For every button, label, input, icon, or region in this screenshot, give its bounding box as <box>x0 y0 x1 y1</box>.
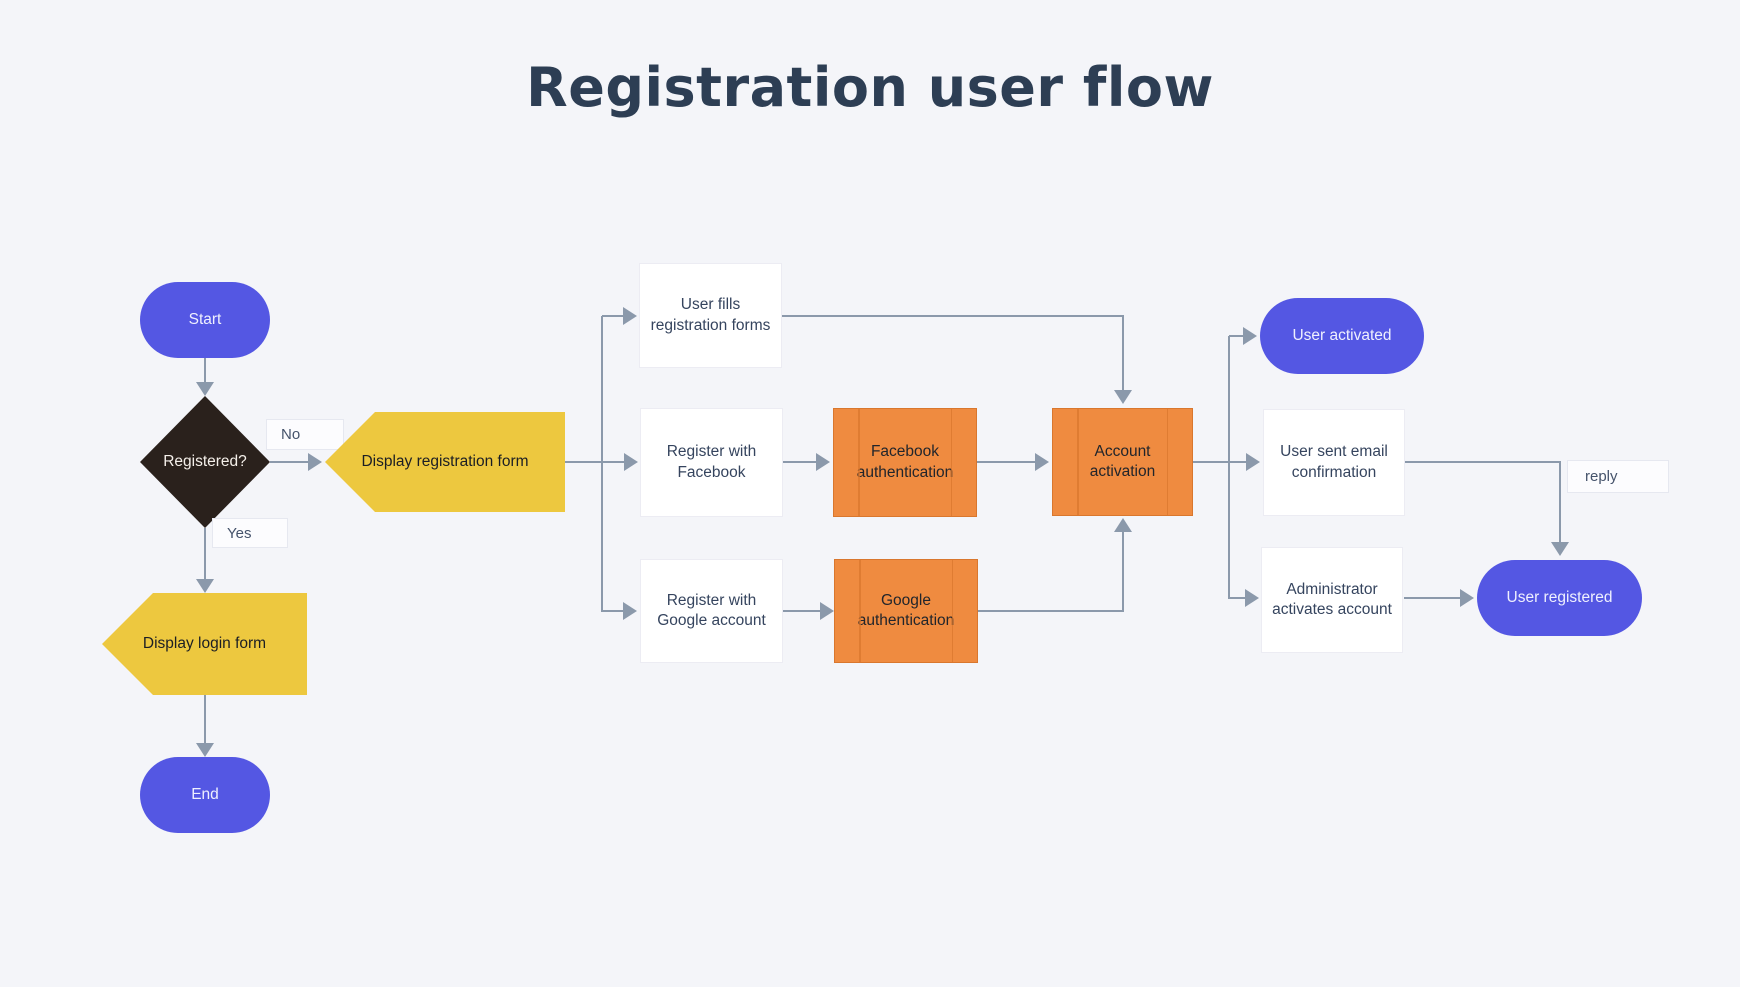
connector-registered-yes-to-login-form <box>204 528 206 579</box>
arrowhead-admin-activates-to-user-registered <box>1460 589 1474 607</box>
node-display-registration-form: Display registration form <box>325 412 565 512</box>
predefined-process-bar <box>1166 409 1168 515</box>
node-facebook-authentication: Facebook authentication <box>833 408 977 517</box>
node-display-login-form: Display login form <box>102 593 307 695</box>
connector-google-auth-to-account-activation-v <box>1122 532 1124 612</box>
edge-label-no: No <box>266 419 344 450</box>
node-register-facebook-label: Register with Facebook <box>666 443 757 481</box>
node-admin-activates-label: Administrator activates account <box>1272 580 1392 618</box>
node-user-registered: User registered <box>1477 560 1642 636</box>
edge-label-no-text: No <box>281 426 301 443</box>
arrowhead-reply-to-user-registered <box>1551 542 1569 556</box>
node-google-auth-label: Google authentication <box>857 591 955 629</box>
arrowhead-to-user-fills <box>623 307 637 325</box>
connector-user-fills-to-account-activation-h <box>782 315 1124 317</box>
connector-account-activation-out <box>1193 461 1230 463</box>
arrowhead-user-fills-to-account-activation <box>1114 390 1132 404</box>
node-administrator-activates-account: Administrator activates account <box>1261 547 1403 653</box>
predefined-process-bar <box>859 560 861 662</box>
connector-user-sent-email-to-user-registered-v <box>1559 461 1561 542</box>
node-registered-decision: Registered? <box>140 396 270 528</box>
arrowhead-login-form-to-end <box>196 743 214 757</box>
connector-google-auth-to-account-activation-h <box>978 610 1124 612</box>
arrowhead-to-admin-activates <box>1245 589 1259 607</box>
node-user-activated: User activated <box>1260 298 1424 374</box>
arrowhead-registered-no <box>308 453 322 471</box>
arrowhead-registered-yes <box>196 579 214 593</box>
node-registered-label: Registered? <box>163 452 247 470</box>
predefined-process-bar <box>1077 409 1079 515</box>
node-register-with-facebook: Register with Facebook <box>640 408 783 517</box>
connector-registered-no-to-registration-form <box>270 461 308 463</box>
connector-right-branch-vertical <box>1228 336 1230 599</box>
predefined-process-bar <box>858 409 860 516</box>
node-user-sent-email-confirmation: User sent email confirmation <box>1263 409 1405 516</box>
node-display-login-form-label: Display login form <box>142 634 267 652</box>
node-end-label: End <box>191 785 219 803</box>
arrowhead-to-facebook-auth <box>816 453 830 471</box>
node-register-with-google: Register with Google account <box>640 559 783 663</box>
node-display-registration-form-label: Display registration form <box>361 452 529 470</box>
node-user-sent-email-label: User sent email confirmation <box>1280 443 1388 481</box>
connector-to-user-activated <box>1229 335 1243 337</box>
node-account-activation-label: Account activation <box>1089 442 1156 480</box>
connector-user-sent-email-to-user-registered-h <box>1405 461 1561 463</box>
predefined-process-bar <box>950 409 952 516</box>
node-user-activated-label: User activated <box>1292 326 1392 344</box>
node-user-fills-label: User fills registration forms <box>650 296 771 334</box>
edge-label-reply-text: reply <box>1585 468 1618 485</box>
node-end: End <box>140 757 270 833</box>
connector-admin-activates-to-user-registered <box>1404 597 1460 599</box>
connector-to-admin-activates <box>1229 597 1245 599</box>
arrowhead-to-google-auth <box>820 602 834 620</box>
connector-branch-to-user-fills <box>602 315 623 317</box>
arrowhead-start-to-registered <box>196 382 214 396</box>
page-title: Registration user flow <box>526 56 1214 119</box>
connector-register-google-to-google-auth <box>783 610 820 612</box>
connector-start-to-registered <box>204 358 206 384</box>
connector-login-form-to-end <box>204 695 206 743</box>
node-user-fills-registration-forms: User fills registration forms <box>639 263 782 368</box>
connector-to-user-sent-email <box>1230 461 1246 463</box>
edge-label-yes: Yes <box>212 518 288 548</box>
node-account-activation: Account activation <box>1052 408 1193 516</box>
connector-user-fills-to-account-activation-v <box>1122 315 1124 391</box>
arrowhead-facebook-auth-to-account-activation <box>1035 453 1049 471</box>
arrowhead-google-auth-to-account-activation <box>1114 518 1132 532</box>
node-facebook-auth-label: Facebook authentication <box>856 443 954 481</box>
connector-registration-form-to-register-facebook <box>565 461 624 463</box>
edge-label-reply: reply <box>1567 460 1669 493</box>
connector-branch-to-register-google <box>602 610 623 612</box>
node-start-label: Start <box>188 310 222 328</box>
edge-label-yes-text: Yes <box>227 524 252 542</box>
predefined-process-bar <box>951 560 953 662</box>
connector-facebook-auth-to-account-activation <box>977 461 1035 463</box>
arrowhead-to-user-activated <box>1243 327 1257 345</box>
node-start: Start <box>140 282 270 358</box>
node-user-registered-label: User registered <box>1506 588 1613 606</box>
arrowhead-to-register-google <box>623 602 637 620</box>
node-google-authentication: Google authentication <box>834 559 978 663</box>
connector-register-facebook-to-facebook-auth <box>783 461 816 463</box>
arrowhead-to-register-facebook <box>624 453 638 471</box>
arrowhead-to-user-sent-email <box>1246 453 1260 471</box>
connector-branch-vertical <box>601 316 603 612</box>
node-register-google-label: Register with Google account <box>657 591 766 629</box>
